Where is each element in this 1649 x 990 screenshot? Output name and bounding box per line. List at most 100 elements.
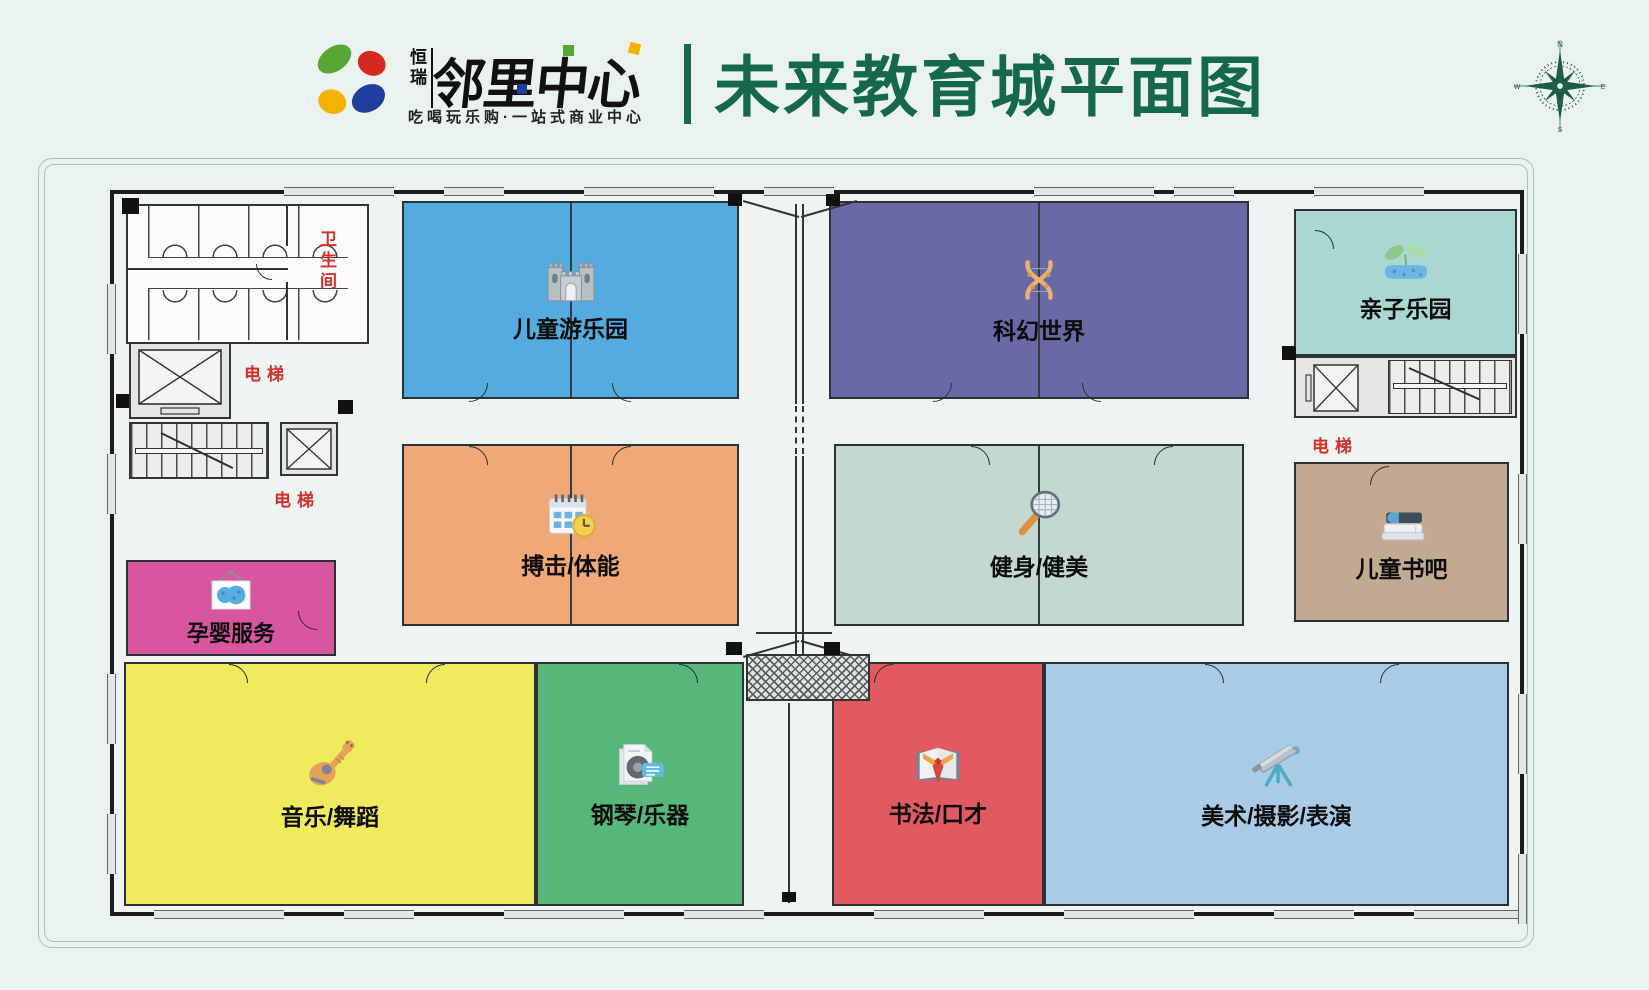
window	[1414, 910, 1524, 919]
column	[116, 394, 129, 408]
corridor-wall	[802, 204, 804, 404]
room-maternity-baby-services: 孕婴服务	[126, 560, 336, 656]
stall-doors	[150, 242, 346, 257]
elevator-x-icon	[286, 428, 332, 470]
room-label: 亲子乐园	[1359, 296, 1452, 322]
window	[874, 910, 984, 919]
outer-frame-inner	[44, 164, 1528, 942]
elevator-label: 电梯	[274, 491, 320, 510]
window	[1518, 254, 1527, 334]
page-title: 未来教育城平面图	[714, 50, 1266, 124]
window	[584, 187, 714, 196]
room-parent-child-park: 亲子乐园	[1294, 209, 1517, 356]
brand-pinwheel-logo	[317, 44, 386, 115]
elevator-x-icon	[1305, 364, 1359, 412]
guitar-icon	[303, 737, 357, 791]
dna-icon	[1014, 255, 1064, 305]
elevator-label: 电梯	[244, 365, 290, 384]
window	[1274, 910, 1354, 919]
corridor-wall	[788, 703, 790, 903]
brand-accent-blue	[517, 84, 527, 94]
room-music-dance: 音乐/舞蹈	[124, 662, 536, 906]
partition-wall	[1038, 203, 1040, 397]
column	[826, 194, 840, 206]
elevator-x-icon	[138, 349, 222, 415]
column	[122, 198, 139, 214]
compass-rose-icon: N E S W	[1514, 40, 1606, 134]
window	[107, 284, 116, 354]
corridor-opening-dashed	[795, 406, 797, 454]
room-gym-bodybuilding: 健身/健美	[834, 444, 1244, 626]
column	[782, 892, 796, 902]
books-icon	[1373, 501, 1431, 543]
stall-doors	[150, 290, 346, 305]
window	[1034, 187, 1154, 196]
room-piano-instruments: 钢琴/乐器	[536, 662, 744, 906]
elevator-shaft	[280, 422, 338, 476]
compass-s-label: S	[1558, 127, 1563, 134]
corridor-opening-dashed	[802, 406, 804, 454]
room-label: 科幻世界	[993, 317, 1085, 344]
outer-frame	[38, 158, 1534, 948]
window	[107, 454, 116, 514]
room-label: 健身/健美	[989, 553, 1089, 580]
floor-plan: 卫生间 电梯 电梯	[107, 187, 1527, 924]
sprout-icon	[1378, 241, 1434, 283]
room-calligraphy-speech: 书法/口才	[832, 662, 1044, 906]
stairwell	[129, 422, 269, 479]
brand-vertical-name: 恒瑞	[404, 48, 433, 108]
room-label: 钢琴/乐器	[590, 801, 690, 828]
room-label: 儿童游乐园	[513, 315, 628, 342]
room-boxing-fitness: 搏击/体能	[402, 444, 739, 626]
window	[764, 187, 834, 196]
calendar-clock-icon	[543, 490, 599, 540]
compass-w-label: W	[1514, 84, 1521, 91]
room-label: 美术/摄影/表演	[1201, 802, 1352, 829]
music-doc-icon	[612, 739, 668, 789]
compass-e-label: E	[1601, 84, 1606, 91]
window	[1314, 187, 1424, 196]
room-art-photography-performance: 美术/摄影/表演	[1044, 662, 1509, 906]
compass-n-label: N	[1557, 40, 1563, 49]
column	[1282, 346, 1296, 360]
restroom-area: 卫生间	[126, 204, 369, 344]
window	[684, 910, 764, 919]
partition-wall	[1038, 446, 1040, 624]
room-kids-playground: 儿童游乐园	[402, 201, 739, 399]
window	[444, 187, 504, 196]
brand-tagline: 吃喝玩乐购·一站式商业中心	[408, 109, 645, 126]
stairwell	[1388, 360, 1512, 414]
open-book-icon	[910, 740, 966, 788]
room-kids-book-bar: 儿童书吧	[1294, 462, 1509, 622]
window	[1174, 187, 1234, 196]
restroom-wall	[286, 206, 288, 246]
room-label: 儿童书吧	[1355, 555, 1448, 582]
window	[107, 814, 116, 874]
restroom-wall	[128, 268, 288, 270]
escalator-hatch-area	[746, 654, 870, 701]
column	[728, 194, 742, 206]
window	[1518, 694, 1527, 774]
column	[824, 642, 840, 655]
elevator-label: 电梯	[1312, 437, 1358, 456]
title-divider	[684, 44, 691, 124]
column	[338, 400, 353, 414]
window	[1064, 910, 1194, 919]
window	[504, 910, 624, 919]
corridor-wall	[795, 456, 797, 654]
room-label: 书法/口才	[888, 800, 988, 827]
window	[1518, 474, 1527, 544]
room-label: 搏击/体能	[521, 552, 620, 579]
window	[284, 187, 394, 196]
restroom-wall	[286, 282, 288, 340]
pool-frame-icon	[200, 569, 262, 613]
brand-accent-green	[563, 45, 574, 56]
corridor-cross-line	[756, 632, 832, 634]
column	[726, 642, 742, 655]
room-scifi-world: 科幻世界	[829, 201, 1249, 399]
window	[1518, 854, 1527, 924]
window	[154, 910, 284, 919]
room-label: 音乐/舞蹈	[280, 803, 380, 830]
elevator-shaft	[129, 342, 231, 419]
